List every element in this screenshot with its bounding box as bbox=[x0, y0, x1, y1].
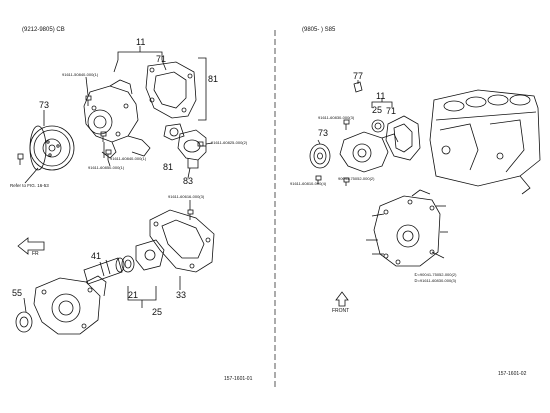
left-header: (9212-9805) CB bbox=[22, 27, 65, 33]
pulley-hub-55 bbox=[15, 311, 33, 333]
callout-71-left: 71 bbox=[156, 54, 167, 64]
bolt-right-2 bbox=[343, 119, 350, 130]
front-arrow bbox=[335, 291, 349, 307]
legend-item-2: ②=91611-60830-000(3) bbox=[414, 278, 457, 283]
fr-arrow bbox=[17, 237, 45, 255]
part-number-3: 91611-60840-000(1) bbox=[110, 156, 147, 161]
gasket-33 bbox=[149, 209, 215, 273]
callout-81-left-upper: 81 bbox=[208, 74, 219, 84]
part-number-1: 91611-50840-000(1) bbox=[62, 72, 99, 77]
callout-25-right: 25 bbox=[372, 105, 383, 115]
bracket-81 bbox=[198, 57, 207, 121]
pulley-73-right bbox=[309, 143, 331, 169]
water-pump-upper-left bbox=[83, 79, 151, 159]
callout-83-left: 83 bbox=[183, 176, 194, 186]
callout-21-left: 21 bbox=[128, 290, 139, 300]
gasket-71 bbox=[145, 61, 197, 119]
callout-71-right: 71 bbox=[386, 106, 397, 116]
callout-11-right: 11 bbox=[376, 91, 386, 101]
illustration-id-right: 157-1601-02 bbox=[498, 371, 527, 377]
callout-33-left: 33 bbox=[176, 290, 187, 300]
part-number-2: 91611-60825-000(2) bbox=[211, 140, 248, 145]
bolt-right-1 bbox=[315, 175, 322, 184]
fr-direction-label: FR bbox=[32, 251, 39, 257]
bolt-left-5 bbox=[197, 141, 206, 147]
detail-housing bbox=[373, 189, 441, 267]
part-number-right-1: 91611-60830-000(3) bbox=[318, 115, 355, 120]
part-number-4: 91611-60850-000(1) bbox=[88, 165, 125, 170]
bolt-left-4 bbox=[105, 149, 112, 160]
legend-item-1: ①=90041-75052-000(2) bbox=[414, 272, 457, 277]
pulley-73-left bbox=[29, 125, 75, 171]
gasket-81-lower bbox=[163, 123, 185, 141]
housing-83 bbox=[177, 129, 207, 169]
plate-25-right bbox=[371, 119, 385, 133]
figure-reference: Refer to FIG. 16-53 bbox=[10, 183, 49, 188]
part-number-right-2: 91611-60810-000(4) bbox=[290, 181, 327, 186]
bolt-right-3 bbox=[343, 177, 350, 186]
bolt-left-3 bbox=[100, 131, 107, 142]
callout-77-right: 77 bbox=[353, 71, 364, 81]
callout-55-left: 55 bbox=[12, 288, 23, 298]
callout-81-left-lower: 81 bbox=[163, 162, 174, 172]
gasket-71-right bbox=[385, 115, 421, 161]
engine-block bbox=[429, 89, 541, 195]
callout-73-right: 73 bbox=[318, 128, 329, 138]
right-header: (9805- ) S85 bbox=[302, 27, 336, 33]
shaft-41 bbox=[83, 257, 125, 285]
callout-41-left: 41 bbox=[91, 251, 102, 261]
part-number-5: 91611-60616-000(3) bbox=[168, 194, 205, 199]
illustration-id-left: 157-1601-01 bbox=[224, 376, 253, 382]
part-number-right-3: 90041-75052-000(2) bbox=[338, 176, 375, 181]
callout-11-left: 11 bbox=[136, 37, 146, 47]
callout-73-left: 73 bbox=[39, 100, 50, 110]
plate-25 bbox=[135, 239, 165, 271]
bolt-left-2 bbox=[85, 95, 92, 106]
water-pump-assy-55 bbox=[33, 275, 107, 335]
legend: ①=90041-75052-000(2) ②=91611-60830-000(3… bbox=[414, 272, 456, 284]
front-direction-label: FRONT bbox=[332, 308, 350, 314]
seal-21 bbox=[121, 255, 135, 273]
bolt-left-6 bbox=[187, 209, 194, 220]
bolt-left-1 bbox=[17, 153, 24, 165]
callout-25-left: 25 bbox=[152, 307, 163, 317]
water-pump-right bbox=[339, 131, 399, 173]
